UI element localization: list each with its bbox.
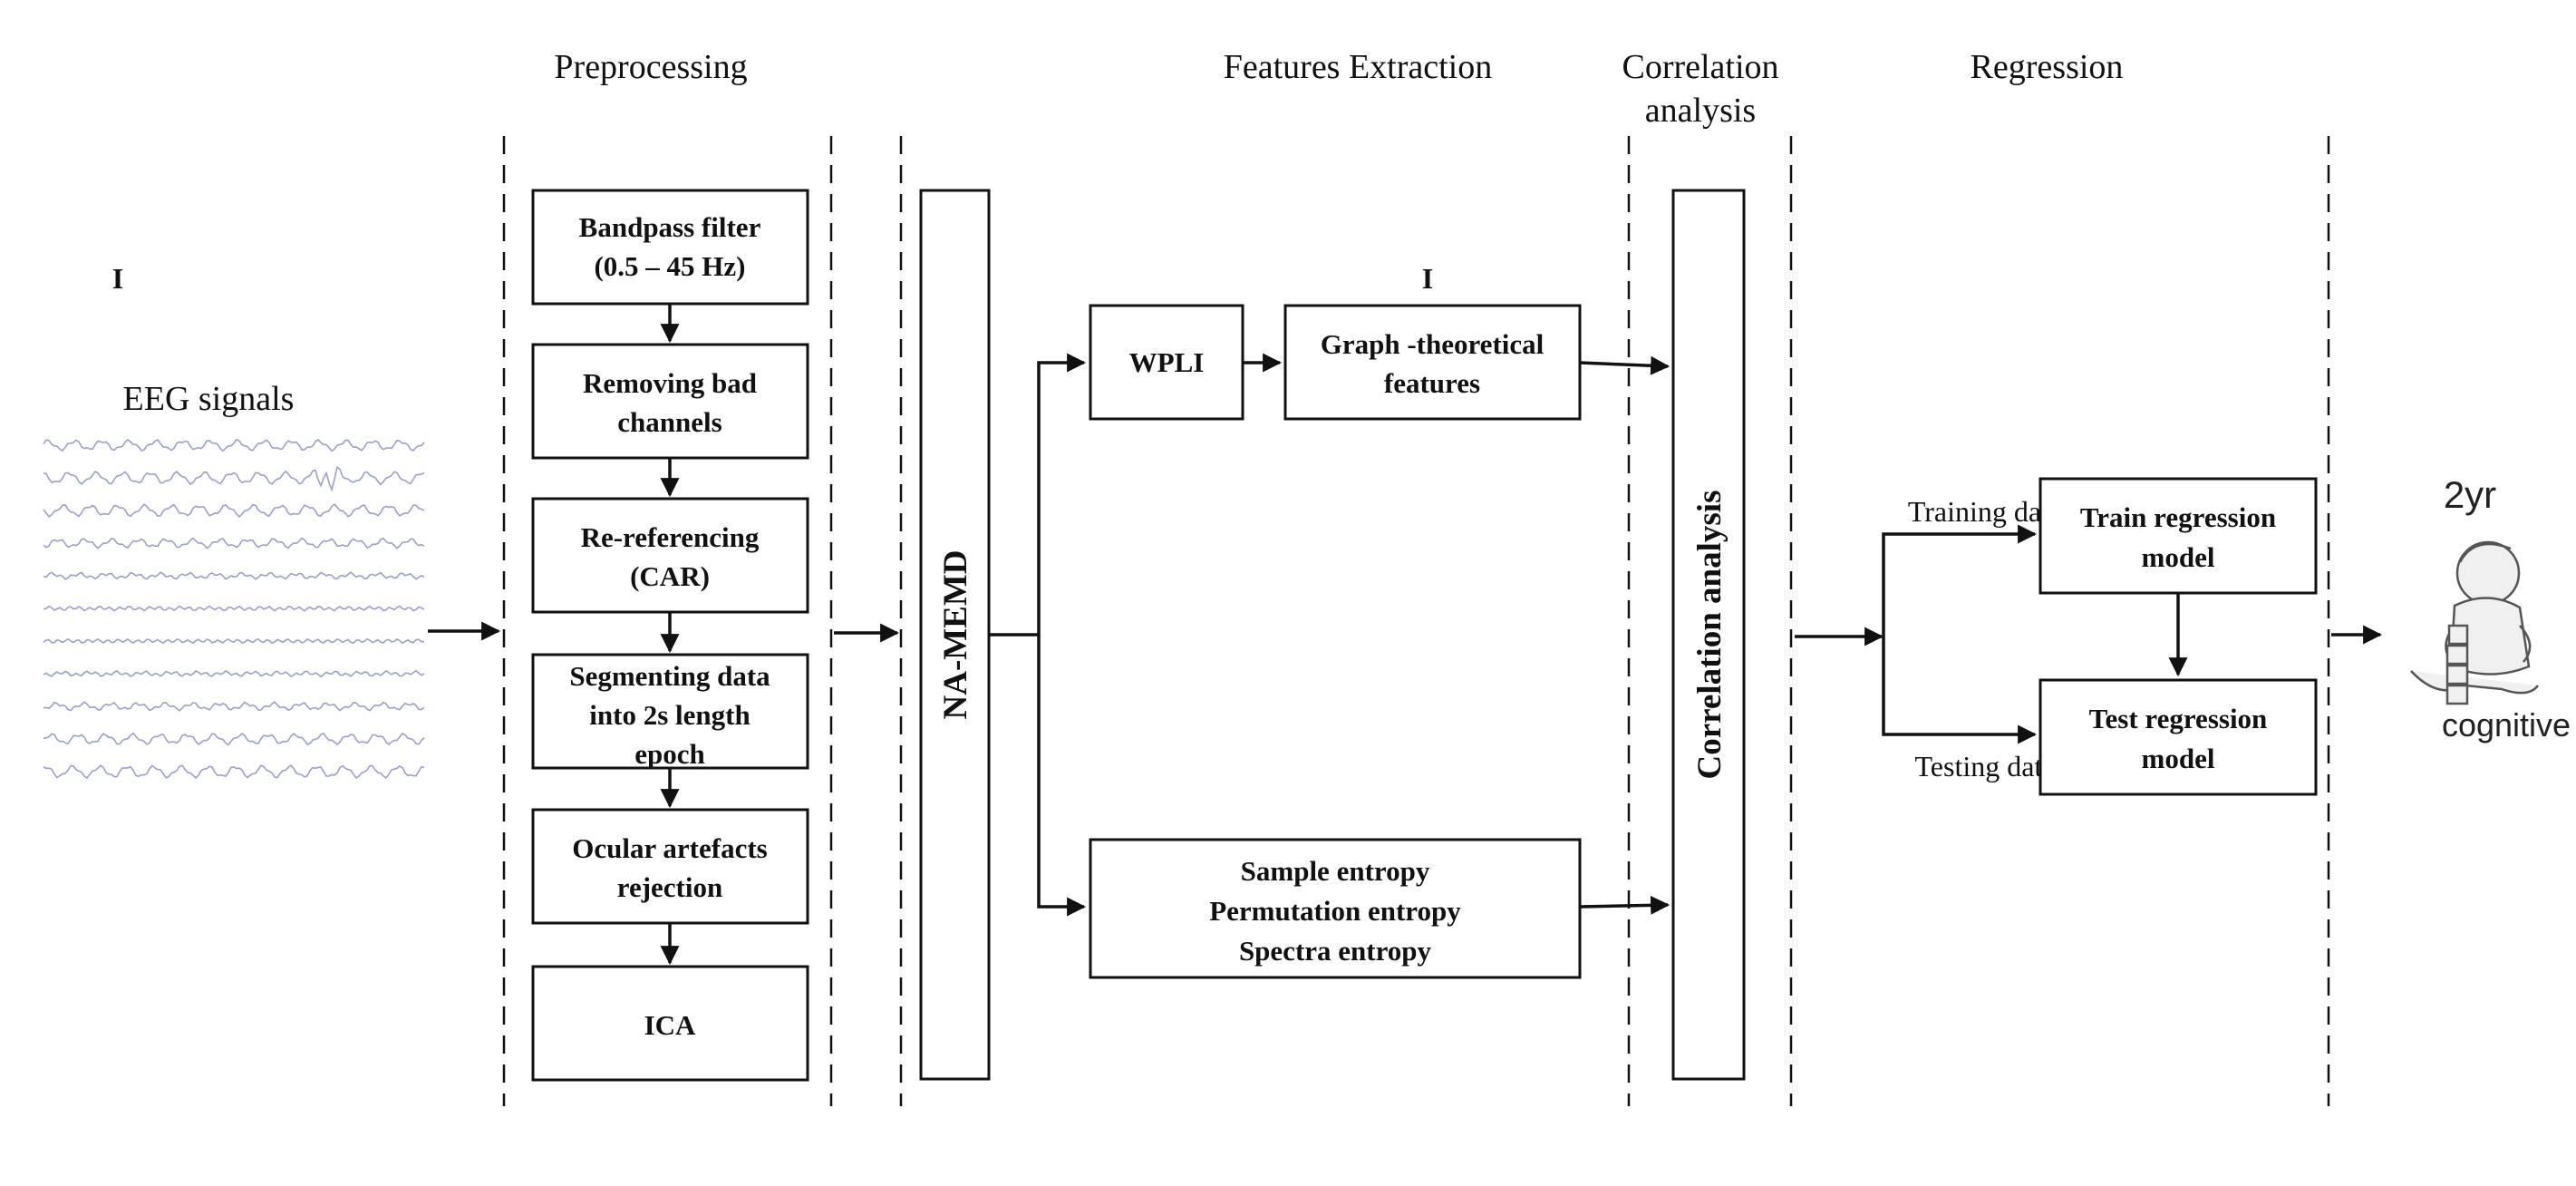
svg-text:Bandpass filter: Bandpass filter <box>579 211 761 243</box>
eeg-channel-trace <box>43 465 425 492</box>
svg-text:Permutation entropy: Permutation entropy <box>1209 895 1461 927</box>
arrow-graph-to-correlation <box>1579 355 1671 375</box>
eeg-channel-trace <box>43 763 425 780</box>
svg-text:(0.5 – 45 Hz): (0.5 – 45 Hz) <box>594 250 745 282</box>
svg-text:Sample entropy: Sample entropy <box>1241 855 1430 887</box>
outcome-label: cognitive <box>2442 706 2571 744</box>
svg-text:features: features <box>1384 367 1480 399</box>
eeg-channel-trace <box>43 701 425 712</box>
svg-text:Segmenting data: Segmenting data <box>569 660 770 692</box>
header-preprocessing: Preprocessing <box>554 48 747 86</box>
preproc-ica: ICA <box>531 965 809 1082</box>
eeg-channel-trace <box>43 571 425 580</box>
eeg-channel-trace <box>43 637 425 645</box>
svg-text:model: model <box>2142 541 2215 573</box>
svg-text:Test regression: Test regression <box>2089 703 2268 734</box>
correlation-box: Correlation analysis <box>1671 189 1746 1081</box>
svg-text:channels: channels <box>617 406 721 438</box>
svg-text:WPLI: WPLI <box>1129 346 1205 378</box>
header-features-extraction: Features Extraction <box>1224 48 1493 86</box>
preproc-ocular-artefacts: Ocular artefacts rejection <box>531 808 809 925</box>
preproc-bandpass: Bandpass filter (0.5 – 45 Hz) <box>531 189 809 306</box>
test-regression-box: Test regression model <box>2039 678 2318 796</box>
eeg-channel-trace <box>43 732 425 746</box>
arrow-entropy-to-correlation <box>1579 895 1671 915</box>
wpli-box: WPLI <box>1089 304 1244 421</box>
train-regression-box: Train regression model <box>2039 477 2318 595</box>
preproc-segmenting: Segmenting data into 2s length epoch <box>531 653 809 770</box>
testing-data-label: Testing data <box>1914 750 2055 783</box>
outcome-age: 2yr <box>2444 473 2496 516</box>
header-correlation-line2: analysis <box>1645 92 1756 130</box>
svg-text:(CAR): (CAR) <box>630 560 710 592</box>
split-to-entropy <box>1037 635 1087 917</box>
svg-text:model: model <box>2142 743 2215 774</box>
child-illustration-icon <box>2410 540 2540 705</box>
svg-text:Graph -theoretical: Graph -theoretical <box>1321 328 1545 360</box>
entropy-features-box: Sample entropy Permutation entropy Spect… <box>1089 838 1582 979</box>
svg-text:NA-MEMD: NA-MEMD <box>937 549 974 719</box>
svg-text:epoch: epoch <box>634 738 705 770</box>
split-from-namemd <box>989 353 1087 637</box>
svg-text:Spectra entropy: Spectra entropy <box>1239 935 1432 967</box>
graph-features-box: Graph -theoretical features <box>1283 304 1582 421</box>
svg-text:Ocular artefacts: Ocular artefacts <box>572 832 768 864</box>
header-regression: Regression <box>1971 48 2124 86</box>
svg-text:rejection: rejection <box>617 871 722 903</box>
svg-text:into 2s length: into 2s length <box>589 699 750 731</box>
svg-text:Removing bad: Removing bad <box>583 367 757 399</box>
training-data-label: Training data <box>1908 495 2062 528</box>
eeg-channel-trace <box>43 605 425 612</box>
marker-eeg: I <box>112 262 123 295</box>
split-testing <box>1882 637 2038 744</box>
preproc-rereferencing: Re-referencing (CAR) <box>531 497 809 614</box>
svg-text:Correlation analysis: Correlation analysis <box>1691 491 1729 780</box>
eeg-traces <box>43 438 425 780</box>
marker-features: I <box>1422 262 1433 295</box>
svg-text:Re-referencing: Re-referencing <box>581 521 760 553</box>
split-training <box>1882 524 2038 637</box>
eeg-channel-trace <box>43 669 425 678</box>
namemd-box: NA-MEMD <box>919 189 991 1081</box>
preproc-removing-bad-channels: Removing bad channels <box>531 343 809 460</box>
header-correlation-line1: Correlation <box>1622 48 1778 86</box>
eeg-label: EEG signals <box>123 380 295 418</box>
eeg-channel-trace <box>43 537 425 549</box>
eeg-channel-trace <box>43 502 425 519</box>
eeg-channel-trace <box>43 438 425 452</box>
svg-text:Train regression: Train regression <box>2080 501 2276 533</box>
svg-text:ICA: ICA <box>644 1009 696 1041</box>
